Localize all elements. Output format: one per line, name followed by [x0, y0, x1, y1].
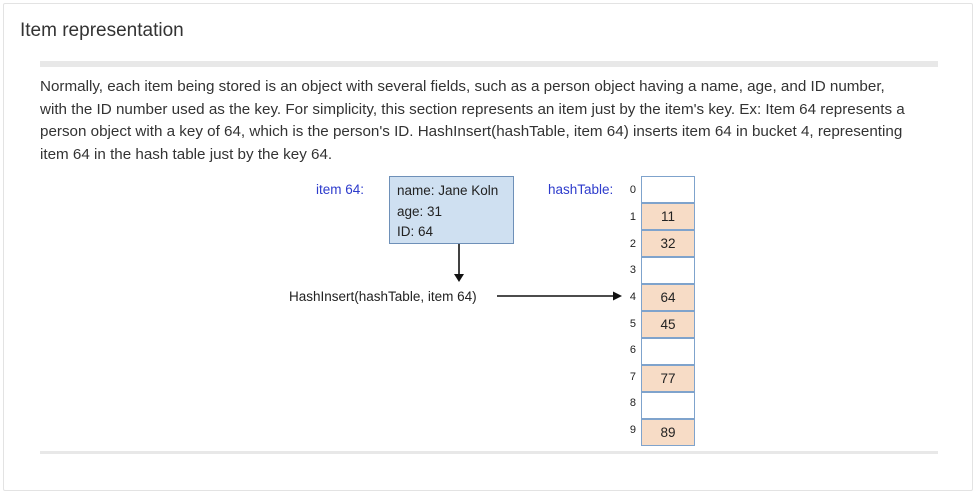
- bucket-index: 8: [629, 397, 636, 409]
- paragraph-line: Normally, each item being stored is an o…: [40, 78, 885, 95]
- paragraph-line: person object with a key of 64, which is…: [40, 123, 903, 140]
- item-object-box: name: Jane Koln age: 31 ID: 64: [389, 176, 514, 244]
- bucket-cell: 45: [641, 311, 695, 338]
- bucket-cell: 77: [641, 365, 695, 392]
- bucket-cell: 11: [641, 203, 695, 230]
- bucket-cell: 64: [641, 284, 695, 311]
- bucket-cell: [641, 392, 695, 419]
- bucket-index: 1: [629, 211, 636, 223]
- bucket-index: 3: [629, 264, 636, 276]
- item-label: item 64:: [316, 182, 365, 197]
- hashinsert-call-label: HashInsert(hashTable, item 64): [289, 289, 477, 304]
- bucket-index: 0: [629, 184, 636, 196]
- bucket-cell: 89: [641, 419, 695, 446]
- insert-arrow-head: [613, 291, 622, 301]
- paragraph-line: with the ID number used as the key. For …: [40, 100, 905, 118]
- bucket-index: 2: [629, 238, 636, 250]
- item-field-name: name: Jane Koln: [397, 183, 499, 198]
- bucket-cell: [641, 338, 695, 365]
- bucket-index: 7: [629, 371, 636, 383]
- item-field-id: ID: 64: [397, 224, 434, 239]
- top-divider: [40, 61, 938, 67]
- bucket-index: 6: [629, 344, 636, 356]
- item-field-age: age: 31: [397, 204, 443, 219]
- section-title: Item representation: [20, 20, 184, 41]
- hashtable-label: hashTable:: [548, 182, 614, 197]
- bucket-cell: 32: [641, 230, 695, 257]
- bucket-index: 9: [629, 424, 636, 436]
- bucket-cell: [641, 176, 695, 203]
- content-card: [3, 3, 973, 491]
- bucket-index: 5: [629, 318, 636, 330]
- bucket-index: 4: [629, 291, 636, 303]
- bottom-divider: [40, 451, 938, 454]
- description-paragraph: Normally, each item being stored is an o…: [40, 76, 940, 166]
- down-arrow-head: [454, 274, 464, 282]
- paragraph-line: item 64 in the hash table just by the ke…: [40, 145, 333, 163]
- bucket-cell: [641, 257, 695, 284]
